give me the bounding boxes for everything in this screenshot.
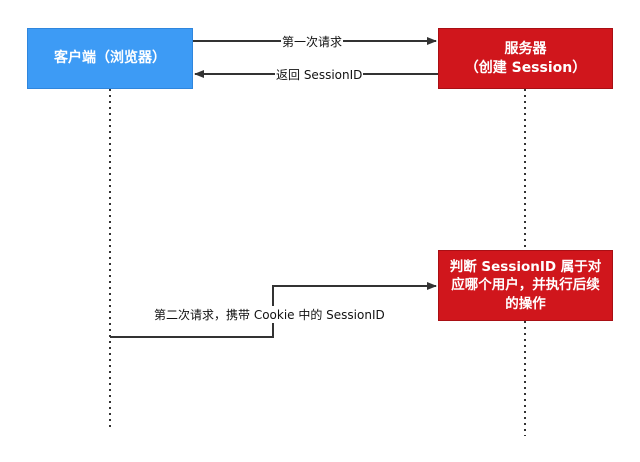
server-node: 服务器 （创建 Session） [438,28,613,89]
second-request-label: 第二次请求，携带 Cookie 中的 SessionID [153,306,386,323]
first-request-label: 第一次请求 [281,33,344,50]
judge-sessionid-node: 判断 SessionID 属于对应哪个用户，并执行后续的操作 [438,250,613,321]
client-browser-node: 客户端（浏览器） [27,28,193,89]
return-sessionid-label: 返回 SessionID [275,66,364,83]
